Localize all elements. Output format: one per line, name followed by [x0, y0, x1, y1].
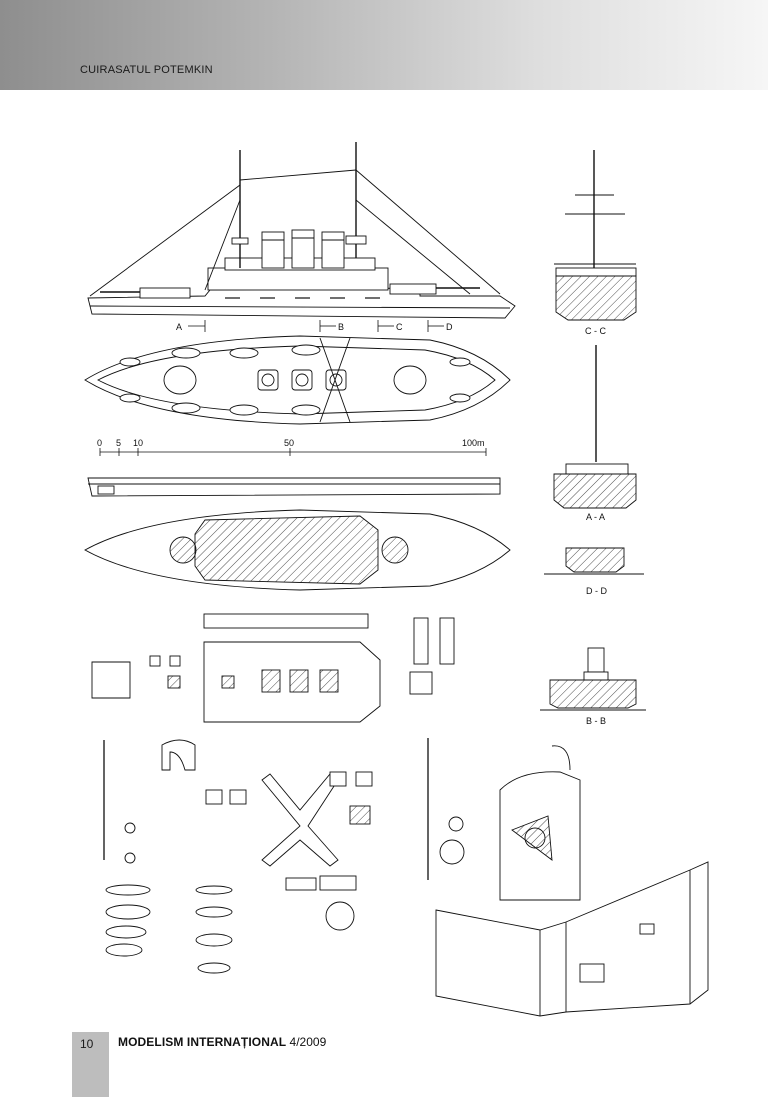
label-cc: C - C [585, 326, 606, 336]
magazine-issue: 4/2009 [289, 1035, 327, 1049]
header-band [0, 0, 768, 90]
ship-side-profile [87, 142, 516, 319]
footer-page-tab [72, 1032, 109, 1097]
ship-deck-plan [84, 335, 511, 425]
marker-d: D [446, 322, 453, 332]
marker-c: C [396, 322, 403, 332]
scale-10: 10 [133, 438, 143, 448]
section-bb [540, 647, 646, 711]
footer-magazine: MODELISM INTERNAȚIONAL 4/2009 [118, 1035, 326, 1049]
armor-deck-plan [84, 509, 511, 591]
scale-0: 0 [97, 438, 102, 448]
section-dd [544, 547, 644, 575]
section-cc [554, 150, 637, 321]
section-markers [188, 320, 444, 332]
section-aa [553, 345, 637, 509]
detail-parts-middle [91, 613, 455, 723]
armor-belt-perspective [435, 861, 709, 1017]
magazine-name: MODELISM INTERNAȚIONAL [118, 1035, 287, 1049]
scale-bar [99, 448, 487, 456]
bow-detail [499, 745, 581, 901]
marker-a: A [176, 322, 182, 332]
detail-parts-lower [103, 738, 465, 974]
scale-5: 5 [116, 438, 121, 448]
label-bb: B - B [586, 716, 606, 726]
page-number: 10 [80, 1037, 94, 1051]
scale-100: 100m [462, 438, 485, 448]
page-header-title: CUIRASATUL POTEMKIN [80, 64, 213, 76]
label-aa: A - A [586, 512, 605, 522]
hull-waterline-side [87, 477, 501, 497]
scale-50: 50 [284, 438, 294, 448]
label-dd: D - D [586, 586, 607, 596]
marker-b: B [338, 322, 344, 332]
